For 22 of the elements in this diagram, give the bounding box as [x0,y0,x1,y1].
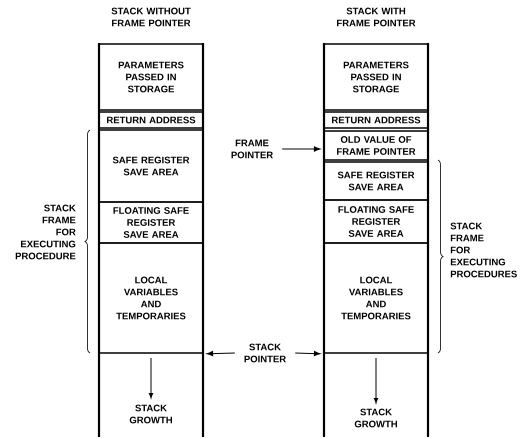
column-heading: STACK WITH FRAME POINTER [337,8,416,26]
stack-cell: LOCAL VARIABLES AND TEMPORARIES [98,242,204,354]
stack-cell: RETURN ADDRESS [98,111,204,129]
stack-cell: PARAMETERS PASSED IN STORAGE [323,43,429,111]
brace-label: STACK FRAME FOR EXECUTING PROCEDURE [16,204,76,260]
stack-cell: FLOATING SAFE REGISTER SAVE AREA [98,201,204,244]
pointer-label: STACK POINTER [244,344,286,362]
stack-cell: RETURN ADDRESS [323,111,429,129]
pointer-label: FRAME POINTER [232,140,273,158]
column-heading: STACK WITHOUT FRAME POINTER [112,8,191,26]
stack-cell: OLD VALUE OF FRAME POINTER [323,130,429,161]
arrow [206,350,236,356]
stack-cell: FLOATING SAFE REGISTER SAVE AREA [323,199,429,244]
stack-cell: SAFE REGISTER SAVE AREA [98,129,204,203]
stack-cell: PARAMETERS PASSED IN STORAGE [98,43,204,111]
growth-label: STACK GROWTH [130,404,172,424]
stack-cell: SAFE REGISTER SAVE AREA [323,161,429,201]
brace-label: STACK FRAME FOR EXECUTING PROCEDURES [450,222,517,278]
growth-label: STACK GROWTH [354,408,397,428]
arrow [282,146,320,152]
stack-cell: LOCAL VARIABLES AND TEMPORARIES [323,242,429,354]
arrow [294,350,320,356]
